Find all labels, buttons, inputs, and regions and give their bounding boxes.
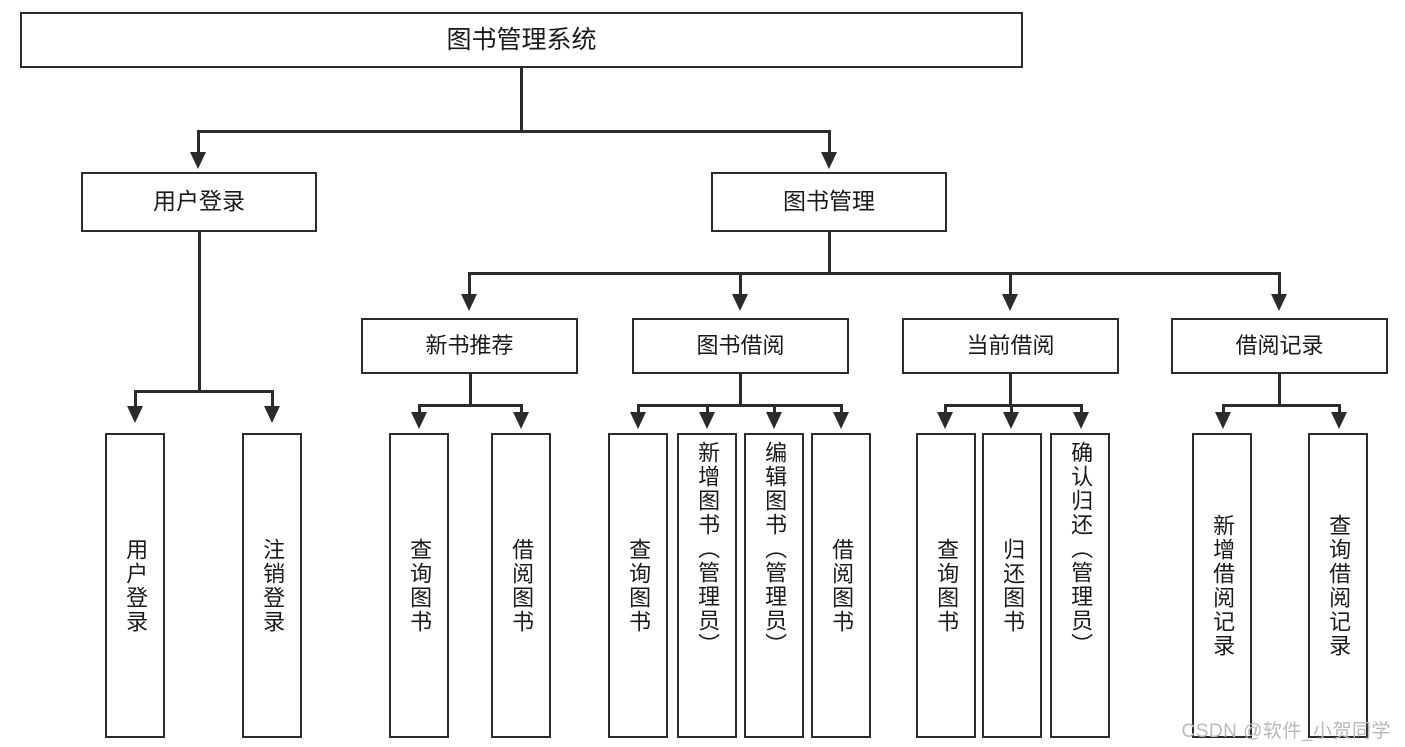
node-label: 图书借阅 [696, 332, 785, 358]
connector-user-login-drop-1 [134, 390, 137, 408]
connector-root-bus [197, 130, 831, 133]
connector-current-borrow-drop-3 [1080, 404, 1083, 414]
node-label: 查询图书 [407, 537, 433, 634]
node-book-borrow[interactable]: 图书借阅 [632, 318, 849, 374]
node-label: 归还图书 [1000, 537, 1026, 634]
connector-book-mgmt-drop-2 [739, 272, 742, 296]
node-label: 新书推荐 [425, 332, 514, 358]
leaf-confirm-return-admin[interactable]: 确认归还（管理员） [1050, 433, 1110, 738]
connector-book-borrow-drop-2 [706, 404, 709, 414]
arrowhead-leaf-confirm-return [1073, 412, 1089, 429]
connector-current-borrow-drop-2 [1010, 404, 1013, 414]
connector-user-login-stem [198, 232, 201, 392]
arrowhead-leaf-user-login [127, 406, 143, 423]
arrowhead-leaf-add-book [699, 412, 715, 429]
node-label: 图书管理系统 [446, 26, 597, 54]
node-label: 借阅记录 [1235, 332, 1324, 358]
connector-current-borrow-bus [944, 404, 1082, 407]
connector-current-borrow-stem [1009, 374, 1012, 406]
node-label: 新增借阅记录 [1210, 513, 1236, 658]
node-root-system[interactable]: 图书管理系统 [20, 12, 1023, 68]
node-current-borrow[interactable]: 当前借阅 [902, 318, 1119, 374]
connector-book-mgmt-drop-1 [468, 272, 471, 296]
leaf-query-book-borrow[interactable]: 查询图书 [608, 433, 668, 738]
arrowhead-leaf-query-book-2 [630, 412, 646, 429]
arrowhead-leaf-borrow-book-1 [513, 412, 529, 429]
connector-borrow-record-stem [1278, 374, 1281, 406]
arrowhead-leaf-borrow-book-2 [833, 412, 849, 429]
connector-user-login-bus [134, 390, 271, 393]
arrowhead-leaf-logout [264, 406, 280, 423]
connector-book-borrow-drop-1 [637, 404, 640, 414]
connector-borrow-record-drop-1 [1222, 404, 1225, 414]
node-label: 用户登录 [123, 537, 149, 634]
connector-book-borrow-stem [739, 374, 742, 406]
arrowhead-current-borrow [1002, 294, 1018, 311]
arrowhead-leaf-add-record [1215, 412, 1231, 429]
connector-borrow-record-drop-2 [1338, 404, 1341, 414]
leaf-borrow-book-recommend[interactable]: 借阅图书 [491, 433, 551, 738]
node-book-management[interactable]: 图书管理 [711, 172, 947, 232]
leaf-query-borrow-record[interactable]: 查询借阅记录 [1308, 433, 1368, 738]
leaf-add-book-admin[interactable]: 新增图书（管理员） [677, 433, 737, 738]
arrowhead-leaf-query-book-3 [937, 412, 953, 429]
connector-root-to-user-login [197, 130, 200, 154]
arrowhead-book-mgmt [821, 152, 837, 169]
connector-book-mgmt-drop-3 [1009, 272, 1012, 296]
arrowhead-leaf-return-book [1003, 412, 1019, 429]
node-label: 借阅图书 [509, 537, 535, 634]
leaf-return-book[interactable]: 归还图书 [982, 433, 1042, 738]
node-label: 查询图书 [934, 537, 960, 634]
connector-book-borrow-drop-3 [773, 404, 776, 414]
arrowhead-book-borrow [732, 294, 748, 311]
node-label: 借阅图书 [829, 537, 855, 634]
connector-book-mgmt-stem [828, 232, 831, 274]
node-label: 确认归还（管理员） [1068, 441, 1094, 657]
connector-new-book-bus [418, 404, 522, 407]
node-label: 图书管理 [783, 188, 875, 215]
leaf-query-book-current[interactable]: 查询图书 [916, 433, 976, 738]
arrowhead-new-book-recommend [461, 294, 477, 311]
connector-new-book-drop-2 [520, 404, 523, 414]
connector-new-book-stem [469, 374, 472, 406]
connector-book-borrow-bus [637, 404, 842, 407]
arrowhead-user-login [190, 152, 206, 169]
arrowhead-leaf-edit-book [766, 412, 782, 429]
connector-current-borrow-drop-1 [944, 404, 947, 414]
node-label: 注销登录 [260, 537, 286, 634]
arrowhead-leaf-query-record [1331, 412, 1347, 429]
connector-book-mgmt-bus [468, 272, 1280, 275]
node-label: 用户登录 [153, 188, 245, 215]
leaf-query-book-recommend[interactable]: 查询图书 [389, 433, 449, 738]
connector-borrow-record-bus [1222, 404, 1340, 407]
leaf-edit-book-admin[interactable]: 编辑图书（管理员） [744, 433, 804, 738]
connector-new-book-drop-1 [418, 404, 421, 414]
arrowhead-leaf-query-book-1 [411, 412, 427, 429]
connector-user-login-drop-2 [271, 390, 274, 408]
node-label: 查询借阅记录 [1326, 513, 1352, 658]
connector-book-borrow-drop-4 [840, 404, 843, 414]
node-borrow-record[interactable]: 借阅记录 [1171, 318, 1388, 374]
connector-root-stem [520, 68, 523, 132]
leaf-borrow-book-borrow[interactable]: 借阅图书 [811, 433, 871, 738]
node-label: 编辑图书（管理员） [762, 441, 788, 657]
node-new-book-recommend[interactable]: 新书推荐 [361, 318, 578, 374]
node-label: 新增图书（管理员） [695, 441, 721, 657]
node-label: 查询图书 [626, 537, 652, 634]
leaf-user-login[interactable]: 用户登录 [105, 433, 165, 738]
leaf-add-borrow-record[interactable]: 新增借阅记录 [1192, 433, 1252, 738]
connector-root-to-book-mgmt [828, 130, 831, 154]
connector-book-mgmt-drop-4 [1278, 272, 1281, 296]
node-label: 当前借阅 [966, 332, 1055, 358]
leaf-logout[interactable]: 注销登录 [242, 433, 302, 738]
arrowhead-borrow-record [1271, 294, 1287, 311]
node-user-login[interactable]: 用户登录 [81, 172, 317, 232]
